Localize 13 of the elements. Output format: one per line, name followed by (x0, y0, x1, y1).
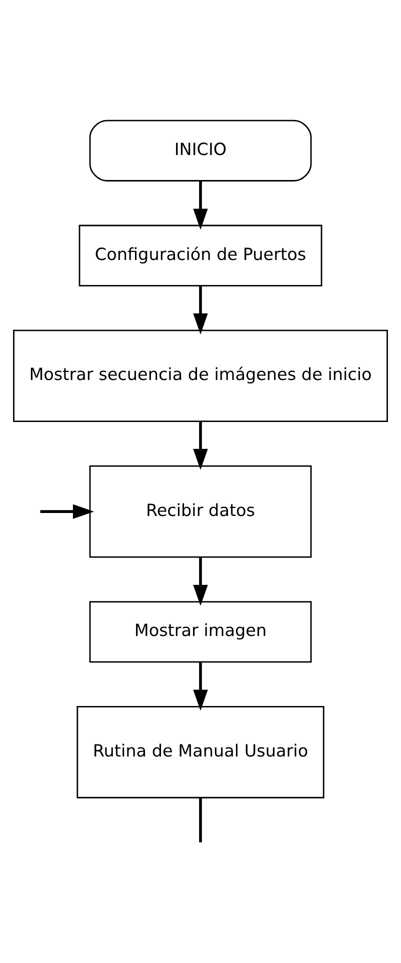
connector (199, 797, 202, 842)
arrow (193, 421, 208, 470)
node-box: Recibir datos (89, 464, 312, 558)
node-box: Mostrar imagen (89, 600, 312, 662)
arrow (193, 286, 208, 334)
node-box: Rutina de Manual Usuario (76, 706, 324, 798)
arrow (193, 180, 208, 230)
node-box: Configuración de Puertos (78, 224, 322, 286)
arrow (193, 556, 208, 606)
node-box: INICIO (89, 119, 312, 181)
node-box: Mostrar secuencia de imágenes de inicio (13, 329, 388, 422)
arrow (40, 504, 94, 518)
arrow (193, 662, 208, 710)
